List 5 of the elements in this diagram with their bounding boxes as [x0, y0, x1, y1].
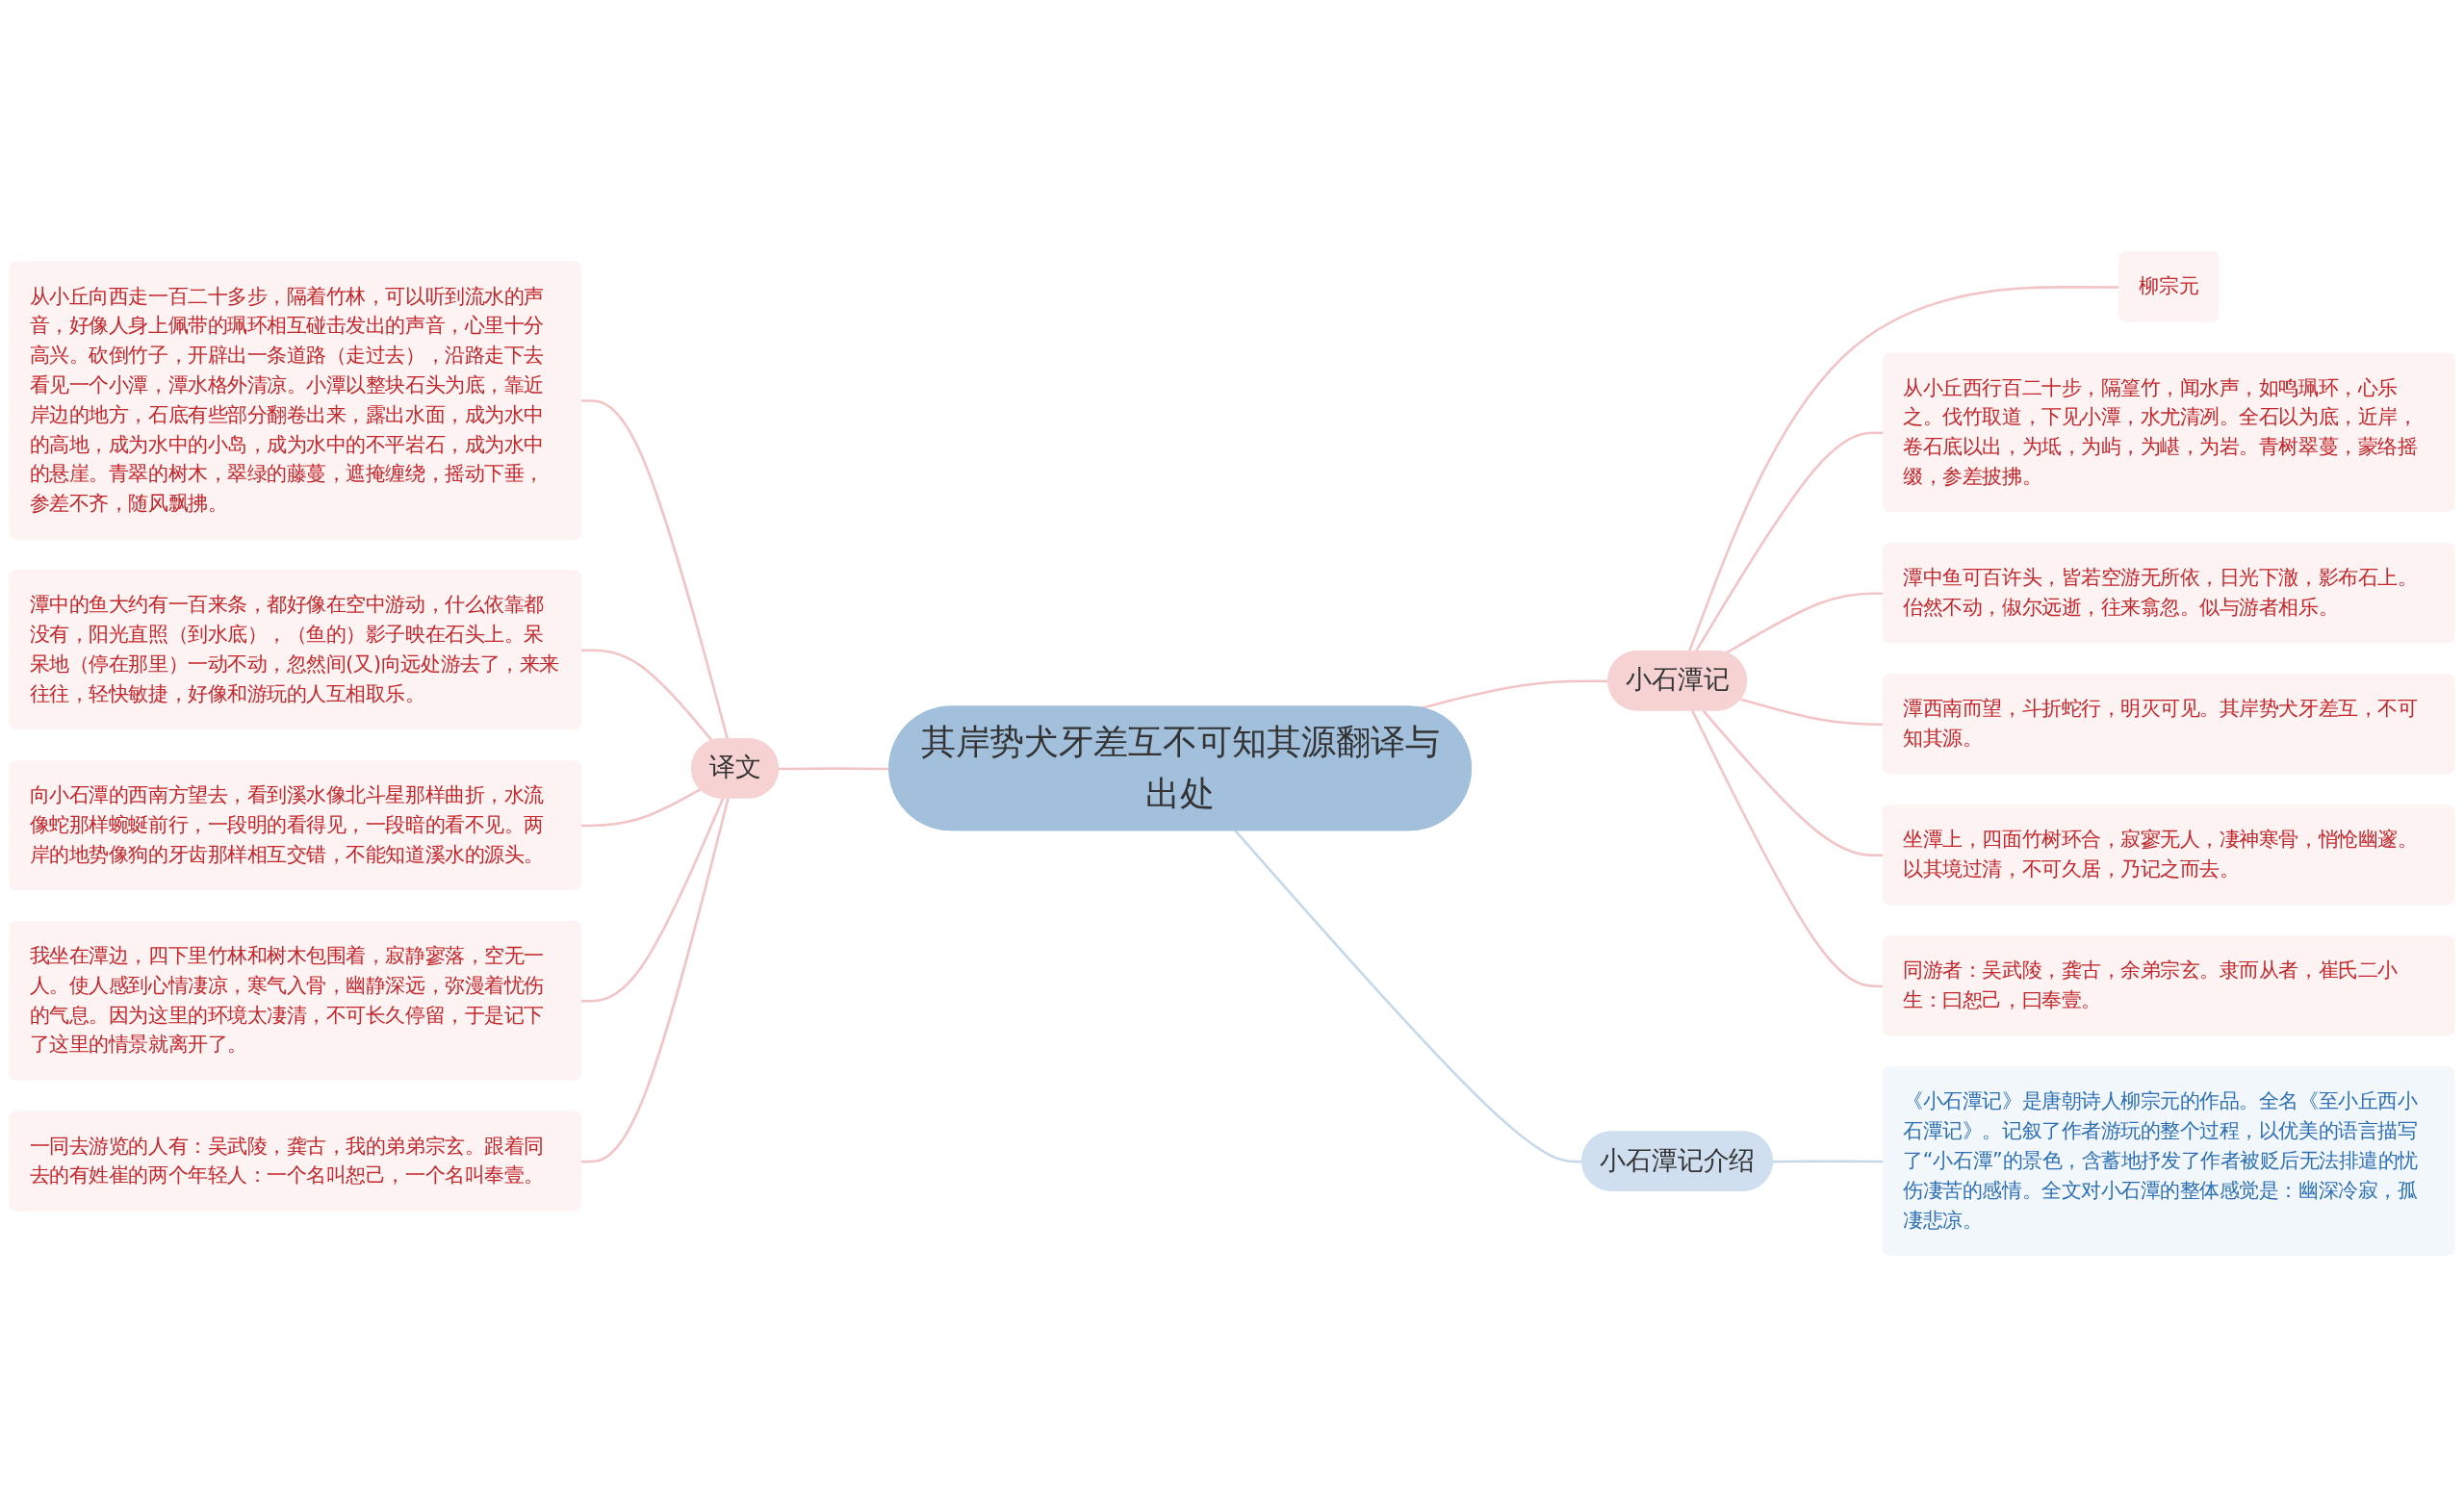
connector [580, 798, 730, 1163]
connector [580, 649, 714, 742]
connector [580, 399, 730, 740]
connector [580, 798, 725, 1003]
connector [580, 787, 702, 828]
